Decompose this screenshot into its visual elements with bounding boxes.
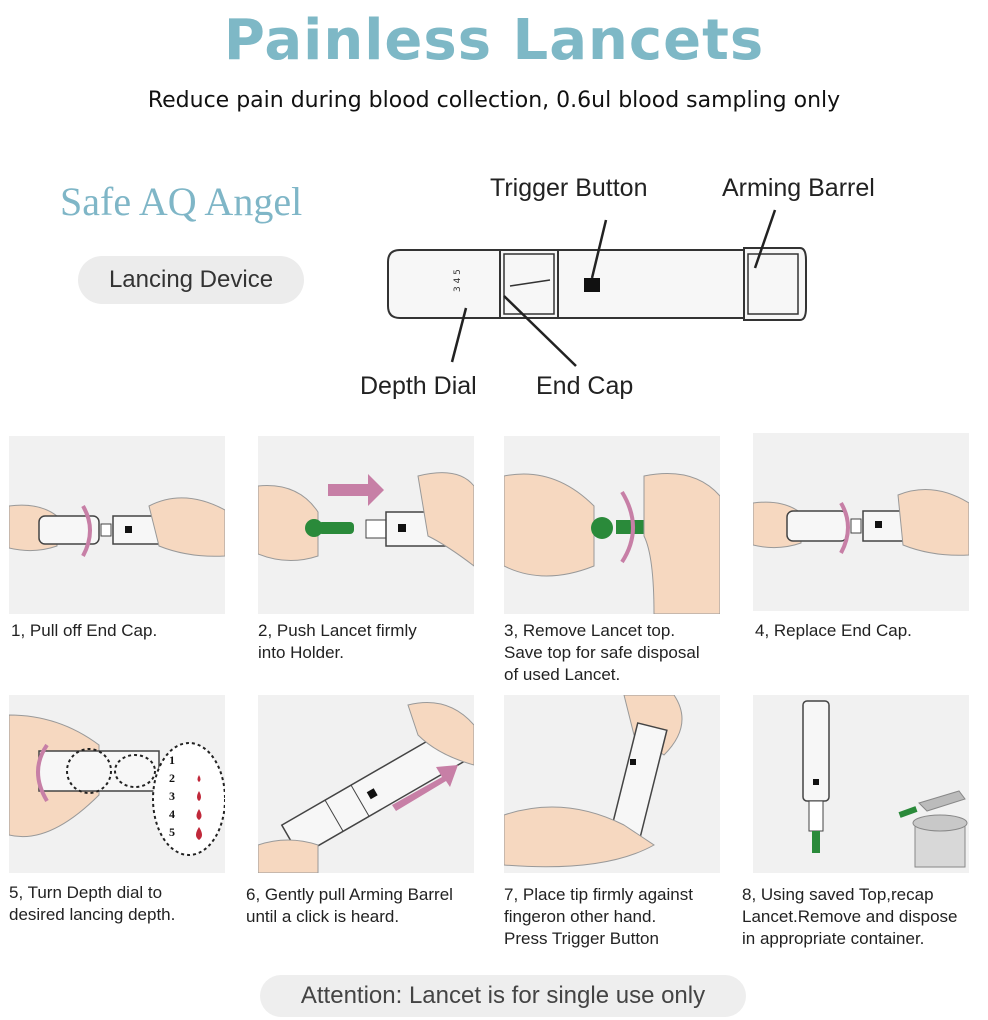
depth-dial-label: Depth Dial [360,372,477,400]
page-title: Painless Lancets [223,8,765,73]
attention-banner: Attention: Lancet is for single use only [260,975,746,1017]
step-4-illustration [752,433,970,611]
step-3-illustration [503,436,721,615]
page-subtitle: Reduce pain during blood collection, 0.6… [147,88,841,113]
step-6-caption: 6, Gently pull Arming Barrel until a cli… [246,885,453,926]
brand-name: Safe AQ Angel [60,179,303,224]
arming-barrel-label: Arming Barrel [722,174,875,202]
dial-numbers: 3 4 5 [453,269,463,292]
step-8-illustration [753,695,969,873]
trigger-button-label: Trigger Button [490,174,648,202]
step-1-illustration [8,436,226,614]
depth-level-list: 1 2 3 4 5 [169,753,213,843]
step-1-caption: 1, Pull off End Cap. [11,621,158,640]
step-3-caption: 3, Remove Lancet top. Save top for safe … [504,621,700,684]
step-7-illustration [503,694,720,873]
end-cap-label: End Cap [536,372,634,400]
trigger-button-mark [584,278,600,292]
step-4-caption: 4, Replace End Cap. [755,621,912,640]
trigger-leader-line [590,219,608,279]
depth-level-2: 2 [169,771,175,785]
lancing-device-diagram: 3 4 5 [387,209,807,367]
step-6-illustration [257,695,475,874]
step-5-illustration: 1 2 3 4 5 [8,695,226,873]
arming-leader-line [753,209,777,269]
step-7-caption: 7, Place tip firmly against fingeron oth… [504,885,693,948]
device-body [387,247,807,321]
depth-leader-line [450,307,468,363]
device-label-pill: Lancing Device [78,256,304,304]
endcap-leader-line [503,295,577,367]
blood-drop-icons [196,775,202,840]
depth-level-1: 1 [169,753,175,767]
depth-level-4: 4 [169,807,175,821]
step-5-caption: 5, Turn Depth dial to desired lancing de… [9,883,176,924]
depth-level-5: 5 [169,825,175,839]
step-8-caption: 8, Using saved Top,recap Lancet.Remove a… [742,885,958,948]
depth-level-3: 3 [169,789,175,803]
step-2-caption: 2, Push Lancet firmly into Holder. [258,621,417,662]
step-2-illustration [257,436,475,614]
